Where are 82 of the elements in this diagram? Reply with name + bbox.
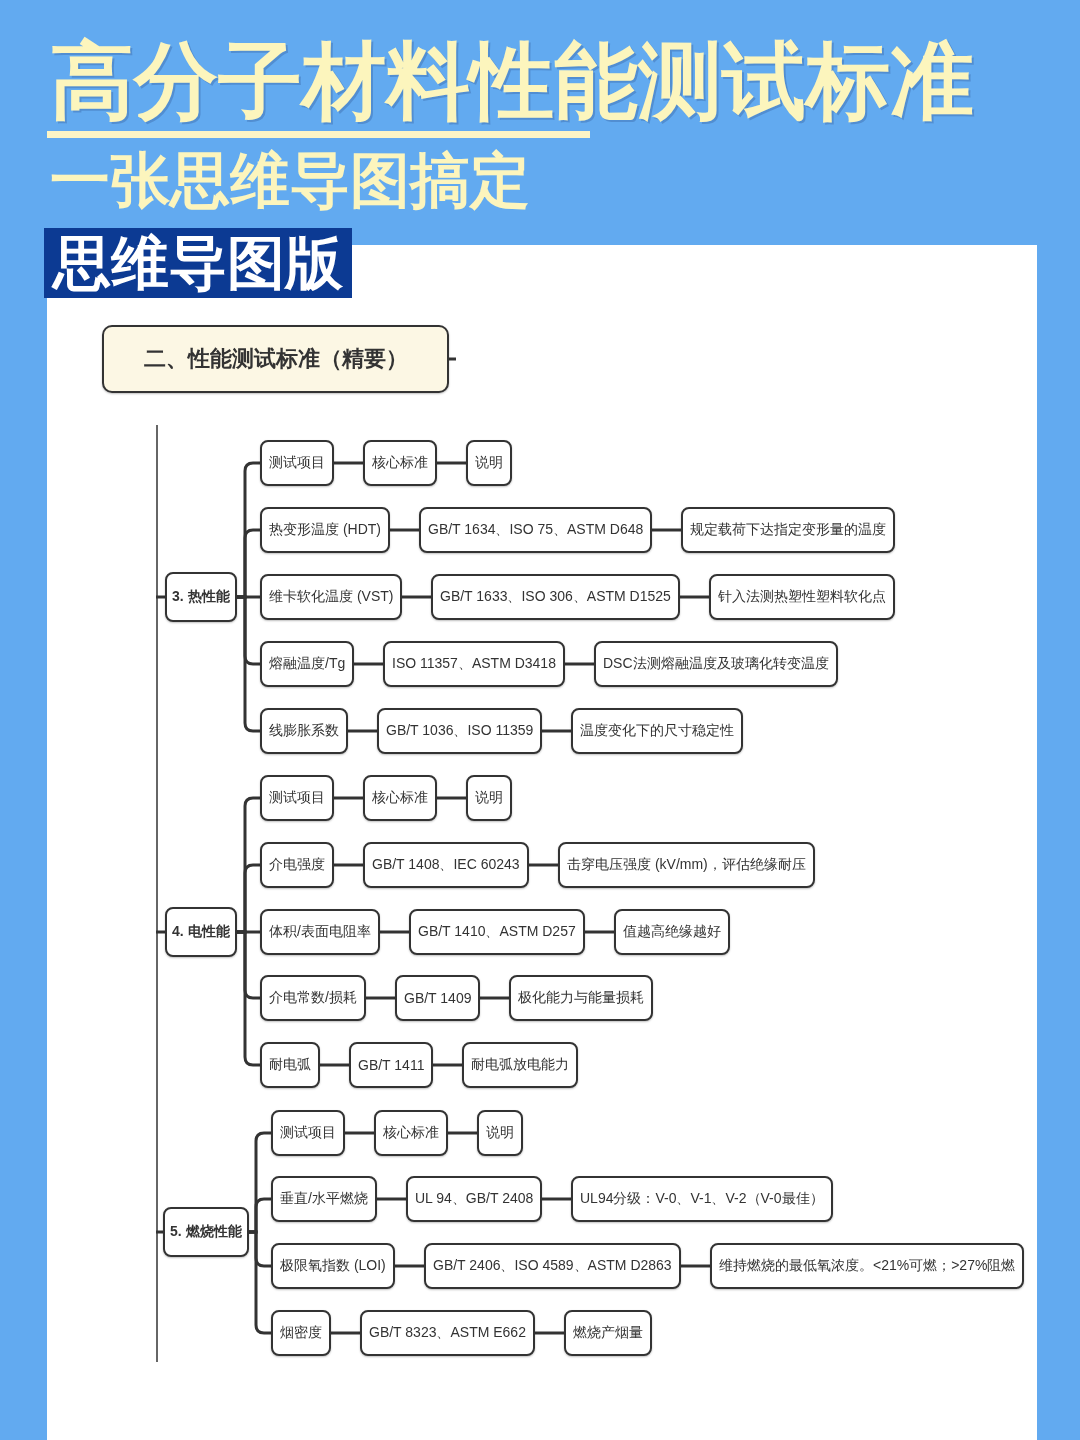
topic-box: 测试项目 [260, 440, 334, 486]
topic-box: 说明 [466, 775, 512, 821]
topic-box: 耐电弧放电能力 [462, 1042, 578, 1088]
branch-topic-box: 5. 燃烧性能 [163, 1207, 249, 1257]
topic-box: GB/T 1410、ASTM D257 [409, 909, 585, 955]
topic-box: 测试项目 [260, 775, 334, 821]
topic-box: 值越高绝缘越好 [614, 909, 730, 955]
branch-topic-box: 3. 热性能 [165, 572, 237, 622]
connector-line [535, 1331, 564, 1335]
connector-line [449, 357, 456, 361]
connector-line [237, 595, 260, 733]
topic-box: ISO 11357、ASTM D3418 [383, 641, 565, 687]
topic-box: 说明 [477, 1110, 523, 1156]
topic-box: 极化能力与能量损耗 [509, 975, 653, 1021]
topic-box: GB/T 1409 [395, 975, 481, 1021]
connector-line [565, 662, 594, 666]
topic-box: 垂直/水平燃烧 [271, 1176, 377, 1222]
connector-line [448, 1131, 477, 1135]
connector-line [331, 1331, 360, 1335]
connector-line [402, 595, 431, 599]
topic-box: GB/T 2406、ISO 4589、ASTM D2863 [424, 1243, 681, 1289]
topic-box: GB/T 8323、ASTM E662 [360, 1310, 535, 1356]
topic-box: 击穿电压强度 (kV/mm)，评估绝缘耐压 [558, 842, 815, 888]
subtitle: 一张思维导图搞定 [50, 150, 530, 212]
topic-box: 极限氧指数 (LOI) [271, 1243, 395, 1289]
topic-box: 烟密度 [271, 1310, 331, 1356]
topic-box: 熔融温度/Tg [260, 641, 355, 687]
connector-line [585, 930, 614, 934]
connector-line [334, 461, 363, 465]
topic-box: 说明 [466, 440, 512, 486]
topic-box: 体积/表面电阻率 [260, 909, 380, 955]
connector-line [377, 1197, 406, 1201]
connector-line [390, 528, 419, 532]
topic-box: GB/T 1408、IEC 60243 [363, 842, 529, 888]
topic-box: 温度变化下的尺寸稳定性 [571, 708, 743, 754]
connector-line [542, 729, 571, 733]
connector-line [348, 729, 377, 733]
connector-line [345, 1131, 374, 1135]
connector-line [680, 595, 709, 599]
topic-box: 核心标准 [363, 775, 437, 821]
topic-box: 测试项目 [271, 1110, 345, 1156]
connector-line [156, 424, 165, 1363]
topic-box: 耐电弧 [260, 1042, 320, 1088]
topic-box: 燃烧产烟量 [564, 1310, 652, 1356]
connector-line [334, 796, 363, 800]
connector-line [380, 930, 409, 934]
topic-box: GB/T 1634、ISO 75、ASTM D648 [419, 507, 653, 553]
topic-box: GB/T 1036、ISO 11359 [377, 708, 543, 754]
topic-box: 针入法测热塑性塑料软化点 [709, 574, 895, 620]
connector-line [395, 1264, 424, 1268]
topic-box: GB/T 1411 [349, 1042, 434, 1088]
topic-box: 介电常数/损耗 [260, 975, 366, 1021]
connector-line [366, 996, 395, 1000]
connector-line [237, 930, 260, 1067]
topic-box: DSC法测熔融温度及玻璃化转变温度 [594, 641, 838, 687]
connector-line [249, 1230, 271, 1335]
topic-box: UL 94、GB/T 2408 [406, 1176, 543, 1222]
connector-line [437, 461, 466, 465]
connector-line [433, 1063, 462, 1067]
title-badge: 思维导图版 [44, 228, 352, 298]
connector-line [480, 996, 509, 1000]
topic-box: 核心标准 [363, 440, 437, 486]
topic-box: UL94分级：V-0、V-1、V-2（V-0最佳） [571, 1176, 833, 1222]
connector-line [437, 796, 466, 800]
topic-box: 规定载荷下达指定变形量的温度 [681, 507, 895, 553]
topic-box: 热变形温度 (HDT) [260, 507, 390, 553]
connector-line [652, 528, 681, 532]
connector-line [334, 863, 363, 867]
topic-box: GB/T 1633、ISO 306、ASTM D1525 [431, 574, 680, 620]
topic-box: 维卡软化温度 (VST) [260, 574, 403, 620]
branch-topic-box: 4. 电性能 [165, 907, 237, 957]
topic-box: 核心标准 [374, 1110, 448, 1156]
connector-line [354, 662, 383, 666]
connector-line [542, 1197, 571, 1201]
central-topic-box: 二、性能测试标准（精要） [102, 325, 449, 393]
topic-box: 线膨胀系数 [260, 708, 348, 754]
topic-box: 维持燃烧的最低氧浓度。<21%可燃；>27%阻燃 [710, 1243, 1025, 1289]
topic-box: 介电强度 [260, 842, 334, 888]
title: 高分子材料性能测试标准 [50, 33, 974, 130]
connector-line [529, 863, 558, 867]
connector-line [320, 1063, 349, 1067]
connector-line [681, 1264, 710, 1268]
